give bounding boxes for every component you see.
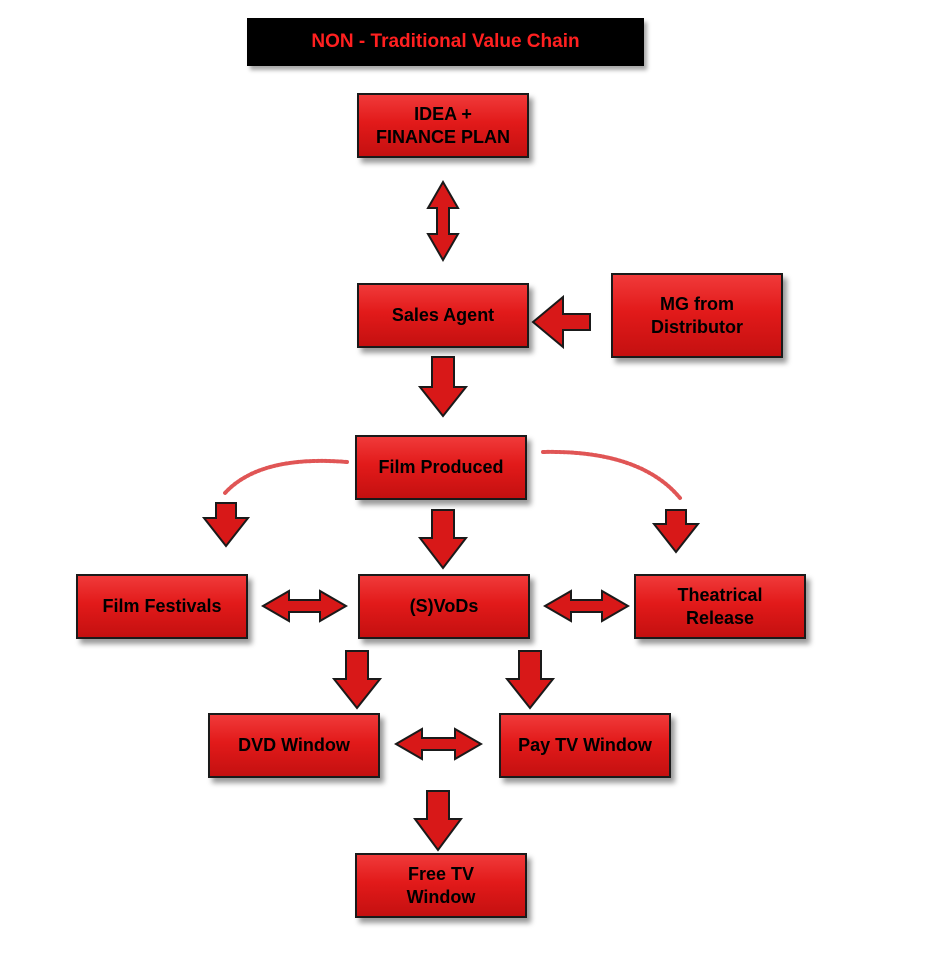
node-film-festivals: Film Festivals (76, 574, 248, 639)
node-idea-finance-plan: IDEA + FINANCE PLAN (357, 93, 529, 158)
curve-to-theatrical (541, 449, 682, 500)
node-pay-tv-window: Pay TV Window (499, 713, 671, 778)
arrow-svods-to-paytv (504, 650, 556, 710)
node-free-tv-window: Free TV Window (355, 853, 527, 918)
double-arrow-dvd-paytv (393, 727, 484, 761)
arrow-sales-to-film (417, 356, 469, 418)
diagram-title: NON - Traditional Value Chain (247, 18, 644, 66)
node-svods: (S)VoDs (358, 574, 530, 639)
double-arrow-festivals-svods (260, 589, 349, 623)
arrow-film-to-svods (417, 509, 469, 570)
arrow-svods-to-dvd (331, 650, 383, 710)
node-dvd-window: DVD Window (208, 713, 380, 778)
node-film-produced: Film Produced (355, 435, 527, 500)
arrow-to-free-tv (413, 790, 463, 852)
arrow-mg-to-sales (531, 294, 591, 350)
curve-to-festivals (223, 458, 349, 495)
arrow-to-theatrical (651, 509, 701, 554)
node-theatrical-release: Theatrical Release (634, 574, 806, 639)
double-arrow-svods-theatrical (542, 589, 631, 623)
double-arrow-idea-sales (426, 179, 460, 263)
node-sales-agent: Sales Agent (357, 283, 529, 348)
arrow-to-festivals (201, 502, 251, 548)
node-mg-from-distributor: MG from Distributor (611, 273, 783, 358)
